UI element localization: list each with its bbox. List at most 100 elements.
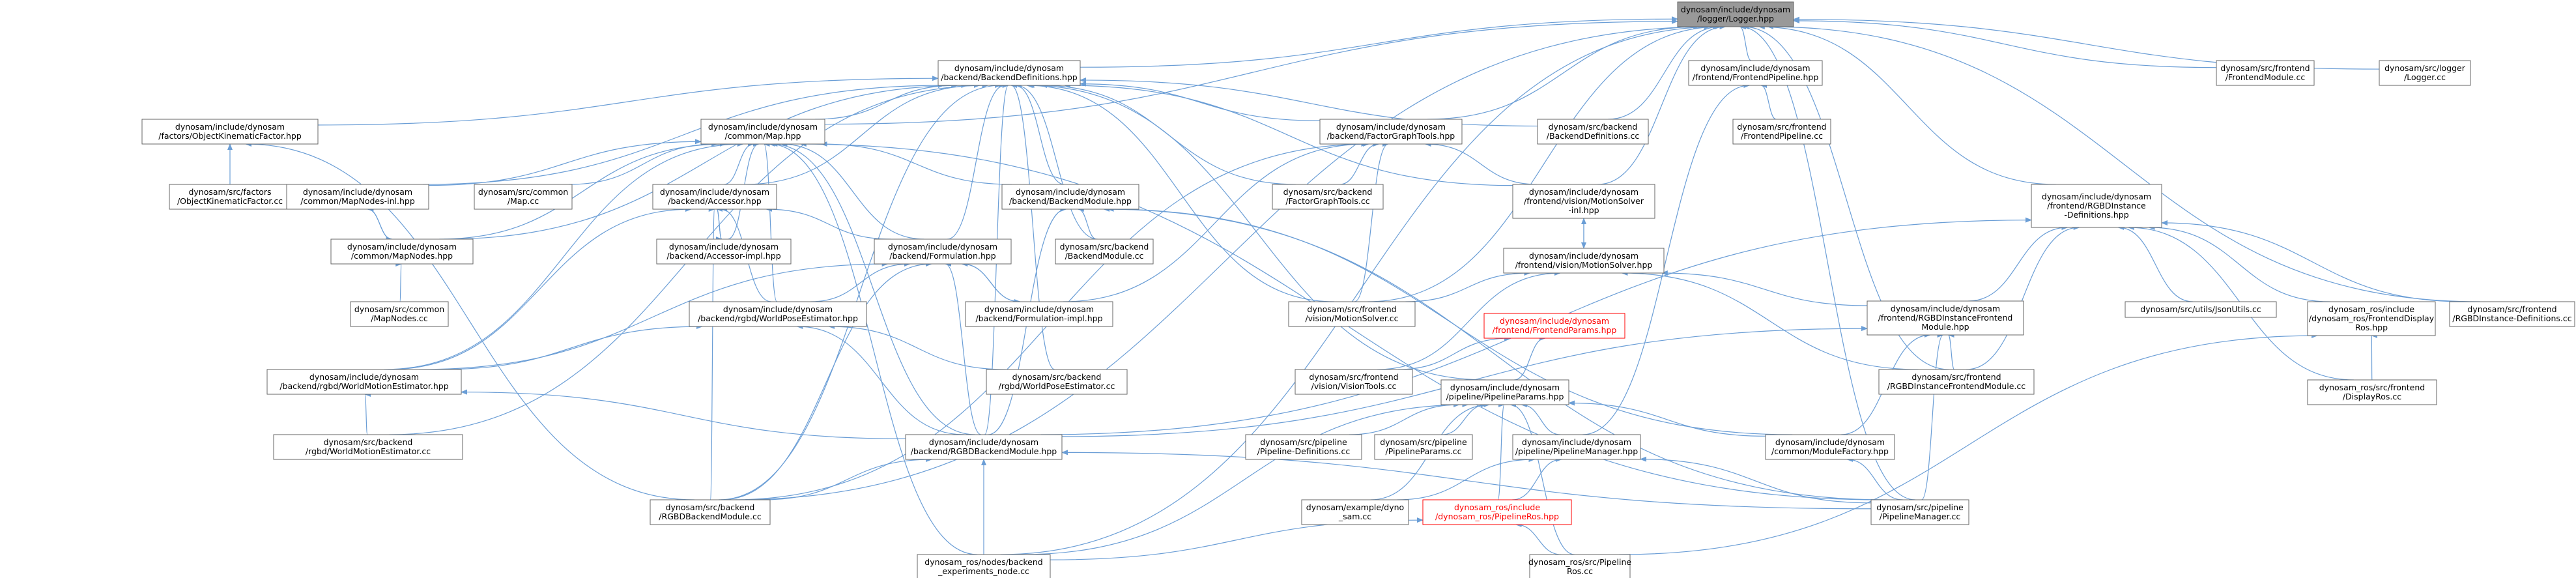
graph-node-frontend-pipeline-hpp[interactable]: dynosam/include/dynosam/frontend/Fronten… xyxy=(1688,60,1823,86)
graph-node-formulation-hpp[interactable]: dynosam/include/dynosam/backend/Formulat… xyxy=(874,238,1012,265)
node-label-line: dynosam/include/dynosam xyxy=(660,187,769,197)
graph-node-ros-frontend-display-cc[interactable]: dynosam_ros/src/frontend/DisplayRos.cc xyxy=(2307,379,2437,405)
graph-node-pipeline-defs-cc[interactable]: dynosam/src/pipeline/Pipeline-Definition… xyxy=(1245,434,1362,460)
dependency-edge xyxy=(461,389,906,439)
graph-node-rgbd-instance-defs-hpp[interactable]: dynosam/include/dynosam/frontend/RGBDIns… xyxy=(2031,184,2162,228)
node-box xyxy=(1001,184,1139,210)
dependency-edge xyxy=(2371,334,2378,381)
node-label-line: /RGBDInstance-Definitions.cc xyxy=(2452,313,2571,323)
node-box xyxy=(1301,499,1409,525)
graph-node-backend-module-cc[interactable]: dynosam/src/backend/BackendModule.cc xyxy=(1055,238,1154,265)
graph-node-backend-defs-cc[interactable]: dynosam/src/backend/BackendDefinitions.c… xyxy=(1537,119,1649,145)
node-label-line: -Definitions.hpp xyxy=(2064,210,2128,220)
graph-node-ros-pipeline-cc[interactable]: dynosam_ros/src/PipelineRos.cc xyxy=(1528,554,1631,578)
dependency-edge xyxy=(2161,220,2465,302)
node-label-line: dynosam/src/frontend xyxy=(2467,304,2556,314)
dependency-edge xyxy=(1621,270,1919,370)
graph-node-pipeline-params-hpp[interactable]: dynosam/include/dynosam/pipeline/Pipelin… xyxy=(1440,379,1569,405)
dependency-edge xyxy=(395,261,403,302)
node-box xyxy=(965,301,1113,327)
graph-node-backend-experiments-cc[interactable]: dynosam_ros/nodes/backend_experiments_no… xyxy=(917,554,1051,578)
graph-node-pipeline-manager-cc[interactable]: dynosam/src/pipeline/PipelineManager.cc xyxy=(1870,499,1969,525)
graph-node-pipeline-manager-hpp[interactable]: dynosam/include/dynosam/pipeline/Pipelin… xyxy=(1512,434,1641,460)
graph-node-rgbd-backend-module-cc[interactable]: dynosam/src/backend/RGBDBackendModule.cc xyxy=(650,499,771,525)
graph-node-formulation-impl-hpp[interactable]: dynosam/include/dynosam/backend/Formulat… xyxy=(965,301,1113,327)
node-label-line: /PipelineParams.cc xyxy=(1386,446,1462,456)
dependency-edge xyxy=(944,261,982,435)
graph-node-worldpose-cc[interactable]: dynosam/src/backend/rgbd/WorldPoseEstima… xyxy=(986,369,1128,395)
graph-node-rgbd-backend-module-hpp[interactable]: dynosam/include/dynosam/backend/RGBDBack… xyxy=(905,434,1063,460)
graph-node-module-factory-hpp[interactable]: dynosam/include/dynosam/common/ModuleFac… xyxy=(1765,434,1895,460)
graph-node-ros-frontend-display-hpp[interactable]: dynosam_ros/include/dynosam_ros/Frontend… xyxy=(2307,301,2436,336)
node-label-line: dynosam/include/dynosam xyxy=(984,304,1094,314)
graph-node-rgbd-instance-defs-cc[interactable]: dynosam/src/frontend/RGBDInstance-Defini… xyxy=(2449,301,2575,327)
dependency-edge xyxy=(1846,457,1903,500)
node-box xyxy=(2125,301,2277,318)
dependency-edge xyxy=(766,207,891,240)
graph-node-accessor-impl-hpp[interactable]: dynosam/include/dynosam/backend/Accessor… xyxy=(656,238,792,265)
node-label-line: dynosam/include/dynosam xyxy=(929,437,1038,447)
graph-node-factorgraphtools-hpp[interactable]: dynosam/include/dynosam/backend/FactorGr… xyxy=(1319,119,1463,145)
node-box xyxy=(2379,60,2471,86)
dependency-edge xyxy=(762,457,933,500)
graph-node-map-cc[interactable]: dynosam/src/common/Map.cc xyxy=(474,184,573,210)
graph-node-dyno-sam-cc[interactable]: dynosam/example/dyno_sam.cc xyxy=(1301,499,1409,525)
node-box xyxy=(1055,238,1154,265)
graph-node-frontend-pipeline-cc[interactable]: dynosam/src/frontend/FrontendPipeline.cc xyxy=(1732,119,1831,145)
graph-node-mapnodes-inl-hpp[interactable]: dynosam/include/dynosam/common/MapNodes-… xyxy=(286,184,429,210)
graph-node-worldmotion-hpp[interactable]: dynosam/include/dynosam/backend/rgbd/Wor… xyxy=(266,369,462,395)
node-box xyxy=(266,369,462,395)
graph-node-map-hpp[interactable]: dynosam/include/dynosam/common/Map.hpp xyxy=(700,119,825,145)
graph-node-frontend-params-hpp[interactable]: dynosam/include/dynosam/frontend/Fronten… xyxy=(1483,313,1625,339)
node-label-line: /backend/Formulation.hpp xyxy=(889,251,996,261)
graph-node-rgbd-frontend-module-cc[interactable]: dynosam/src/frontend/RGBDInstanceFronten… xyxy=(1878,369,2035,395)
node-box xyxy=(1319,119,1463,145)
graph-node-worldmotion-cc[interactable]: dynosam/src/backend/rgbd/WorldMotionEsti… xyxy=(273,434,463,460)
node-box xyxy=(1870,499,1969,525)
dependency-edge xyxy=(444,83,968,240)
graph-node-factorgraphtools-cc[interactable]: dynosam/src/backend/FactorGraphTools.cc xyxy=(1272,184,1384,210)
dependency-edge xyxy=(1739,24,1915,500)
node-label-line: dynosam/include/dynosam xyxy=(669,242,779,252)
dependency-edge xyxy=(780,141,924,240)
node-label-line: dynosam/include/dynosam xyxy=(1522,437,1631,447)
graph-node-mapnodes-cc[interactable]: dynosam/src/common/MapNodes.cc xyxy=(350,301,449,327)
node-label-line: dynosam/src/frontend xyxy=(1309,372,1398,382)
dependency-edge xyxy=(1947,332,1955,370)
graph-node-mapnodes-hpp[interactable]: dynosam/include/dynosam/common/MapNodes.… xyxy=(330,238,474,265)
node-box xyxy=(689,301,867,327)
graph-node-worldpose-hpp[interactable]: dynosam/include/dynosam/backend/rgbd/Wor… xyxy=(689,301,867,327)
node-box xyxy=(650,499,771,525)
graph-node-motionsolver-inl-hpp[interactable]: dynosam/include/dynosam/frontend/vision/… xyxy=(1512,184,1655,219)
node-label-line: /backend/rgbd/WorldPoseEstimator.hpp xyxy=(698,313,858,323)
node-box xyxy=(2031,184,2162,228)
graph-node-accessor-hpp[interactable]: dynosam/include/dynosam/backend/Accessor… xyxy=(652,184,777,210)
node-label-line: /Pipeline-Definitions.cc xyxy=(1257,446,1351,456)
graph-node-objkin-factor-cc[interactable]: dynosam/src/factors/ObjectKinematicFacto… xyxy=(169,184,291,210)
node-label-line: dynosam_ros/include xyxy=(1454,502,1540,512)
graph-node-pipeline-params-cc[interactable]: dynosam/src/pipeline/PipelineParams.cc xyxy=(1374,434,1473,460)
node-label-line: /MapNodes.cc xyxy=(371,313,428,323)
node-label-line: dynosam/src/logger xyxy=(2384,63,2466,73)
node-label-line: dynosam/src/frontend xyxy=(1737,122,1826,132)
dependency-edge xyxy=(1061,450,1872,510)
node-label-line: /FactorGraphTools.cc xyxy=(1285,196,1369,206)
graph-node-ros-pipeline-hpp[interactable]: dynosam_ros/include/dynosam_ros/Pipeline… xyxy=(1422,499,1572,525)
graph-node-backend-module-hpp[interactable]: dynosam/include/dynosam/backend/BackendM… xyxy=(1001,184,1139,210)
dependency-edge xyxy=(1568,400,1766,437)
dependency-edge xyxy=(1354,141,1389,302)
graph-node-frontend-module-cc[interactable]: dynosam/src/frontend/FrontendModule.cc xyxy=(2216,60,2315,86)
graph-node-backend-defs-hpp[interactable]: dynosam/include/dynosam/backend/BackendD… xyxy=(937,60,1081,86)
graph-node-jsonutils-cc[interactable]: dynosam/src/utils/JsonUtils.cc xyxy=(2125,301,2277,318)
graph-node-motionsolver-cc[interactable]: dynosam/src/frontend/vision/MotionSolver… xyxy=(1288,301,1416,327)
graph-node-logger-cc[interactable]: dynosam/src/logger/Logger.cc xyxy=(2379,60,2471,86)
dependency-edge xyxy=(1398,336,1511,370)
graph-node-visiontools-cc[interactable]: dynosam/src/frontend/vision/VisionTools.… xyxy=(1295,369,1413,395)
node-label-line: /Logger.cc xyxy=(2404,72,2446,82)
graph-node-motionsolver-hpp[interactable]: dynosam/include/dynosam/frontend/vision/… xyxy=(1503,248,1665,274)
node-box xyxy=(1440,379,1569,405)
graph-node-objkin-factor-hpp[interactable]: dynosam/include/dynosam/factors/ObjectKi… xyxy=(141,119,319,145)
graph-node-logger-hpp[interactable]: dynosam/include/dynosam/logger/Logger.hp… xyxy=(1677,1,1794,27)
graph-node-rgbd-frontend-module-hpp[interactable]: dynosam/include/dynosam/frontend/RGBDIns… xyxy=(1867,300,2024,336)
dependency-edge xyxy=(1497,402,1505,500)
